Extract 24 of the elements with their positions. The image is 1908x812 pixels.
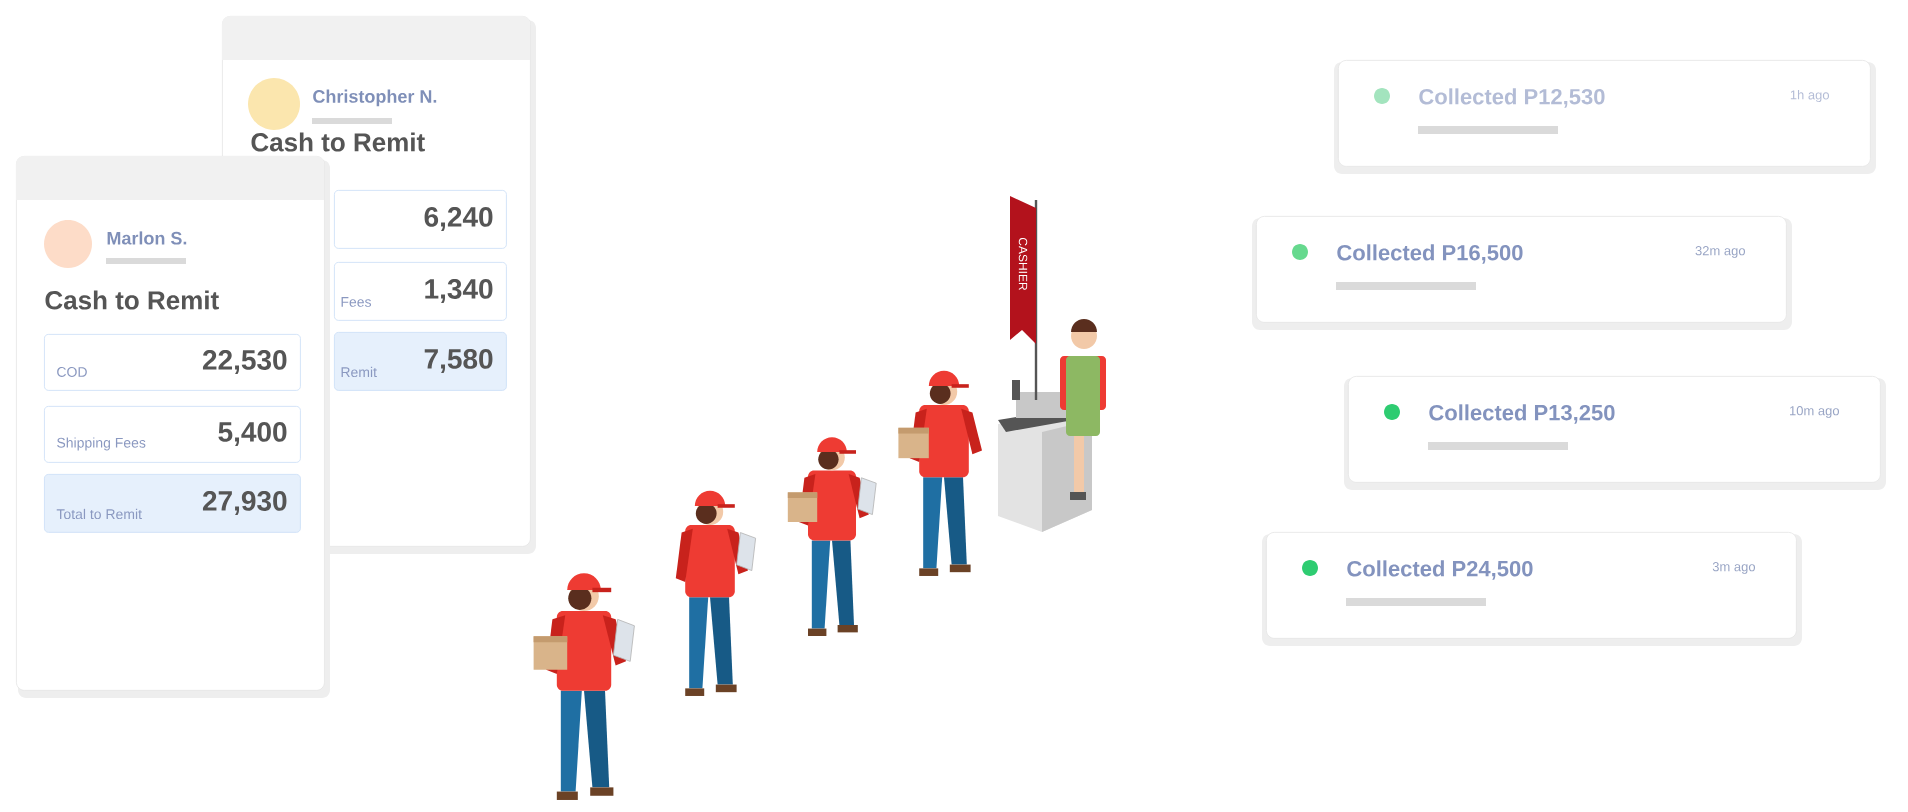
- notification-card: [1334, 60, 1876, 174]
- amount-row: [334, 332, 507, 391]
- card-heading: Cash to Remit: [251, 132, 425, 152]
- notification-card: [1344, 376, 1886, 490]
- notification-card: [1262, 531, 1802, 646]
- collected-amount: Collected P13,250: [1429, 404, 1615, 424]
- collected-amount: Collected P24,500: [1347, 560, 1533, 580]
- amount-row: [334, 262, 507, 321]
- person-name: Christopher N.: [313, 89, 437, 107]
- amount-row: [44, 334, 301, 391]
- amount-value: 7,580: [424, 349, 493, 373]
- collected-amount: Collected P12,530: [1419, 88, 1605, 108]
- person-name: Marlon S.: [107, 231, 187, 245]
- amount-value: 5,400: [218, 422, 287, 446]
- amount-value: 1,340: [425, 279, 493, 303]
- amount-value: 6,240: [424, 207, 493, 231]
- amount-row: [334, 190, 507, 249]
- card-heading: Cash to Remit: [45, 290, 219, 310]
- amount-row: [44, 405, 301, 463]
- amount-value: 22,530: [202, 350, 287, 374]
- amount-row: [44, 473, 301, 533]
- collected-amount: Collected P16,500: [1337, 244, 1523, 264]
- notification-card: [1252, 216, 1792, 330]
- amount-value: 27,930: [202, 491, 287, 515]
